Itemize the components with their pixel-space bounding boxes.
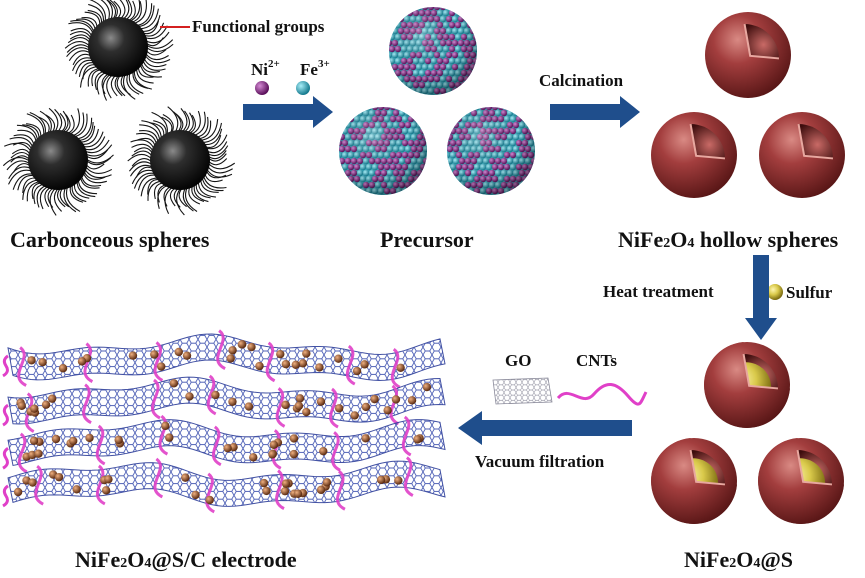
hollow-spheres-group — [651, 12, 845, 198]
calcination-label: Calcination — [539, 71, 624, 90]
cnt-icon — [556, 383, 648, 406]
vacuum-filtration-label: Vacuum filtration — [475, 452, 605, 471]
hollow-sphere — [759, 112, 845, 198]
arrow-ion-adsorption — [243, 96, 333, 128]
nife2o4-s-sphere — [651, 438, 737, 524]
hollow-sphere — [651, 112, 737, 198]
graphene-layer — [2, 414, 446, 474]
precursor-sphere — [447, 107, 535, 195]
go-sheet-icon — [492, 377, 553, 405]
carbon-sphere — [2, 107, 114, 216]
heat-treatment-label: Heat treatment — [603, 282, 714, 301]
graphene-layer — [2, 329, 446, 389]
ion-ni-legend: Ni2+ — [251, 58, 280, 95]
carbon-sphere — [127, 106, 236, 216]
arrow-vacuum-filtration — [458, 411, 632, 445]
ion-fe-legend: Fe3+ — [296, 58, 330, 95]
precursor-sphere — [389, 7, 477, 95]
carbon-sphere — [64, 0, 174, 101]
ni-ion-icon — [255, 81, 269, 95]
precursor-label: Precursor — [380, 227, 474, 252]
nife2o4-s-sphere — [704, 342, 790, 428]
carbon-spheres-label: Carbonceous spheres — [10, 227, 210, 252]
svg-text:Fe3+: Fe3+ — [300, 58, 330, 79]
precursor-sphere — [339, 107, 427, 195]
arrow-calcination — [550, 96, 640, 128]
functional-groups-label: Functional groups — [192, 17, 325, 36]
nife2o4-s-label: NiFe2O4@S — [684, 547, 793, 572]
electrode-stack — [2, 329, 446, 514]
hollow-spheres-label: NiFe2O4 hollow spheres — [618, 227, 839, 252]
arrow-heat-treatment — [745, 255, 777, 340]
carbon-spheres-group — [2, 0, 236, 216]
fe-ion-icon — [296, 81, 310, 95]
graphene-layer — [2, 456, 446, 514]
precursor-spheres-group — [339, 7, 535, 195]
svg-text:Ni2+: Ni2+ — [251, 58, 280, 79]
cnts-label: CNTs — [576, 351, 617, 370]
sulfur-icon — [767, 284, 783, 300]
hollow-sphere — [705, 12, 791, 98]
electrode-label: NiFe2O4@S/C electrode — [75, 547, 297, 572]
nife2o4-s-spheres-group — [651, 342, 844, 524]
sulfur-label: Sulfur — [786, 283, 833, 302]
graphene-layer — [2, 374, 446, 433]
go-label: GO — [505, 351, 531, 370]
nife2o4-s-sphere — [758, 438, 844, 524]
